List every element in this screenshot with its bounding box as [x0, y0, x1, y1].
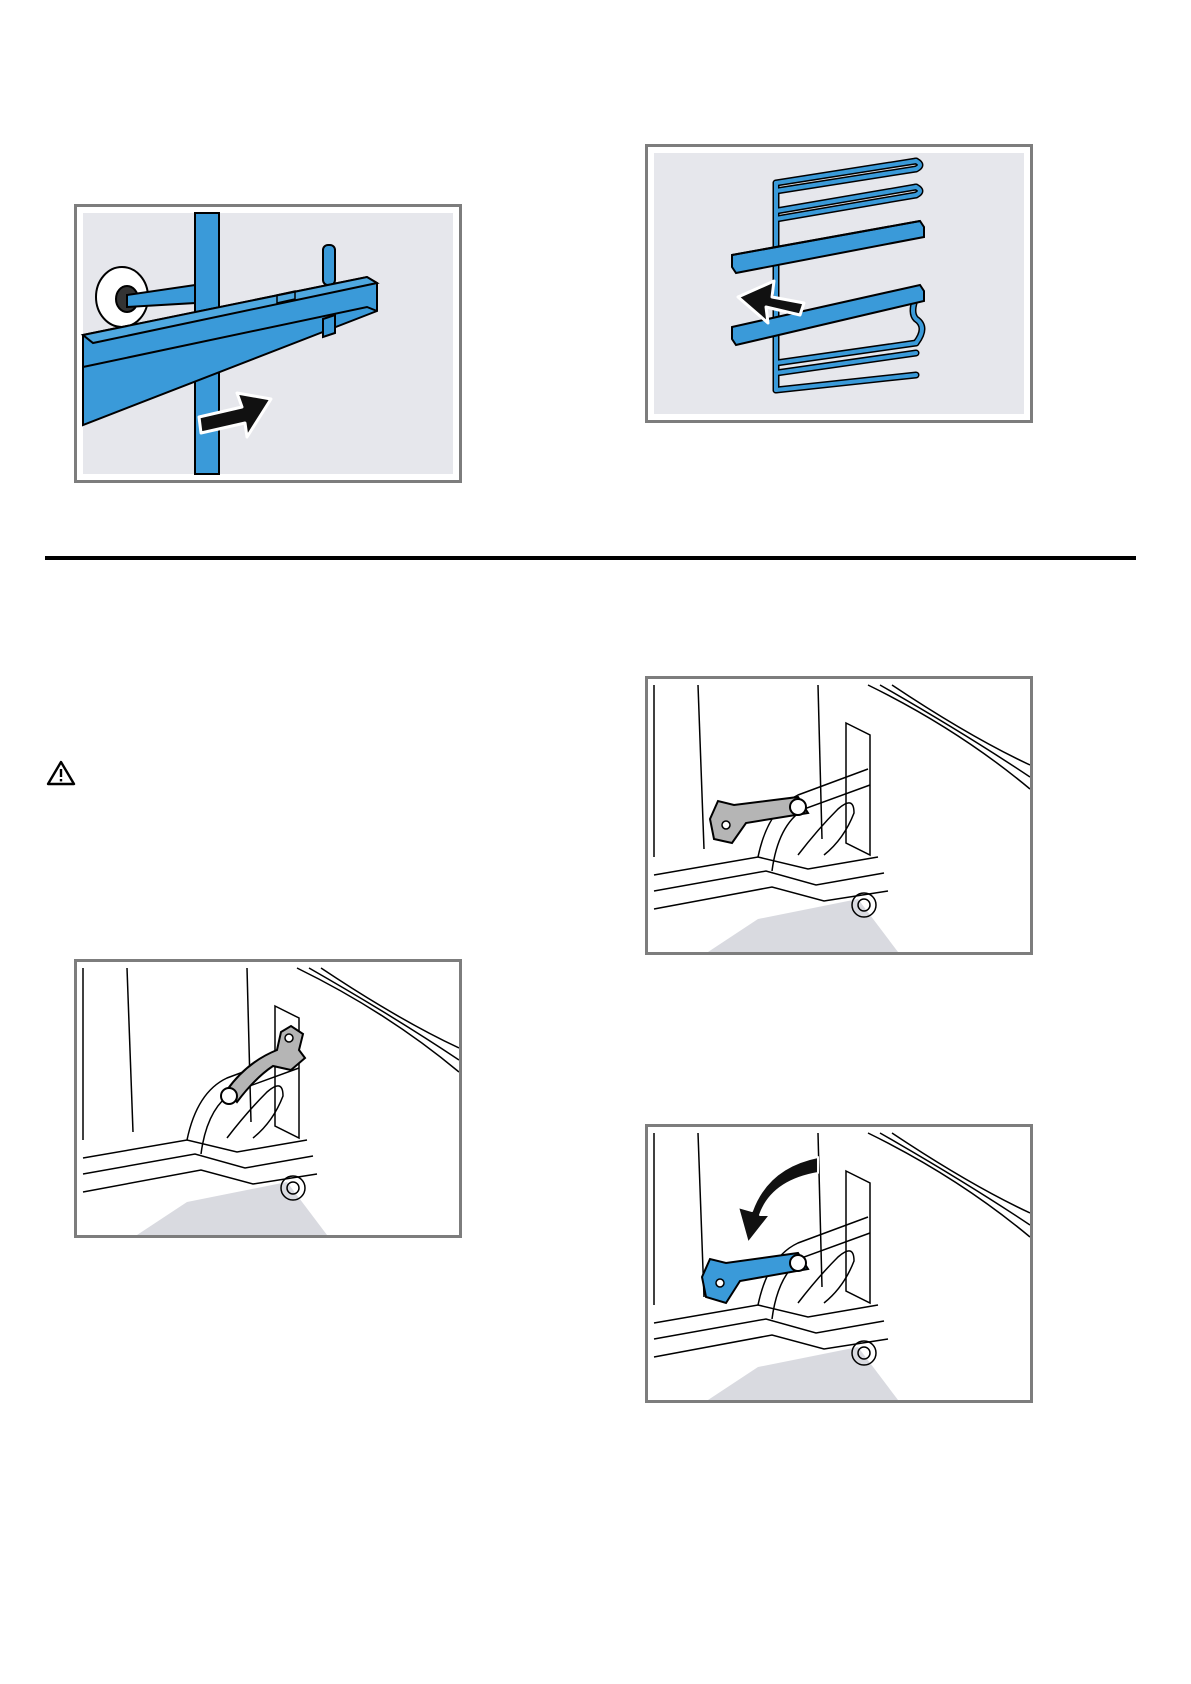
warning-triangle-icon	[46, 760, 76, 786]
figure-hinge-lever-fold	[645, 1124, 1033, 1403]
figure-hinge-lever-flat	[645, 676, 1033, 955]
rack-remove-illustration	[648, 147, 1030, 420]
hinge-lever-flat-illustration	[648, 679, 1030, 952]
hinge-lever-fold-illustration	[648, 1127, 1030, 1400]
curved-arrow-icon	[738, 1157, 818, 1243]
figure-rack-remove	[645, 144, 1033, 423]
figure-rail-hook	[74, 204, 462, 483]
rail-hook-illustration	[77, 207, 459, 480]
figure-hinge-lever-up	[74, 959, 462, 1238]
section-divider	[45, 556, 1136, 560]
hinge-lever-up-illustration	[77, 962, 459, 1235]
